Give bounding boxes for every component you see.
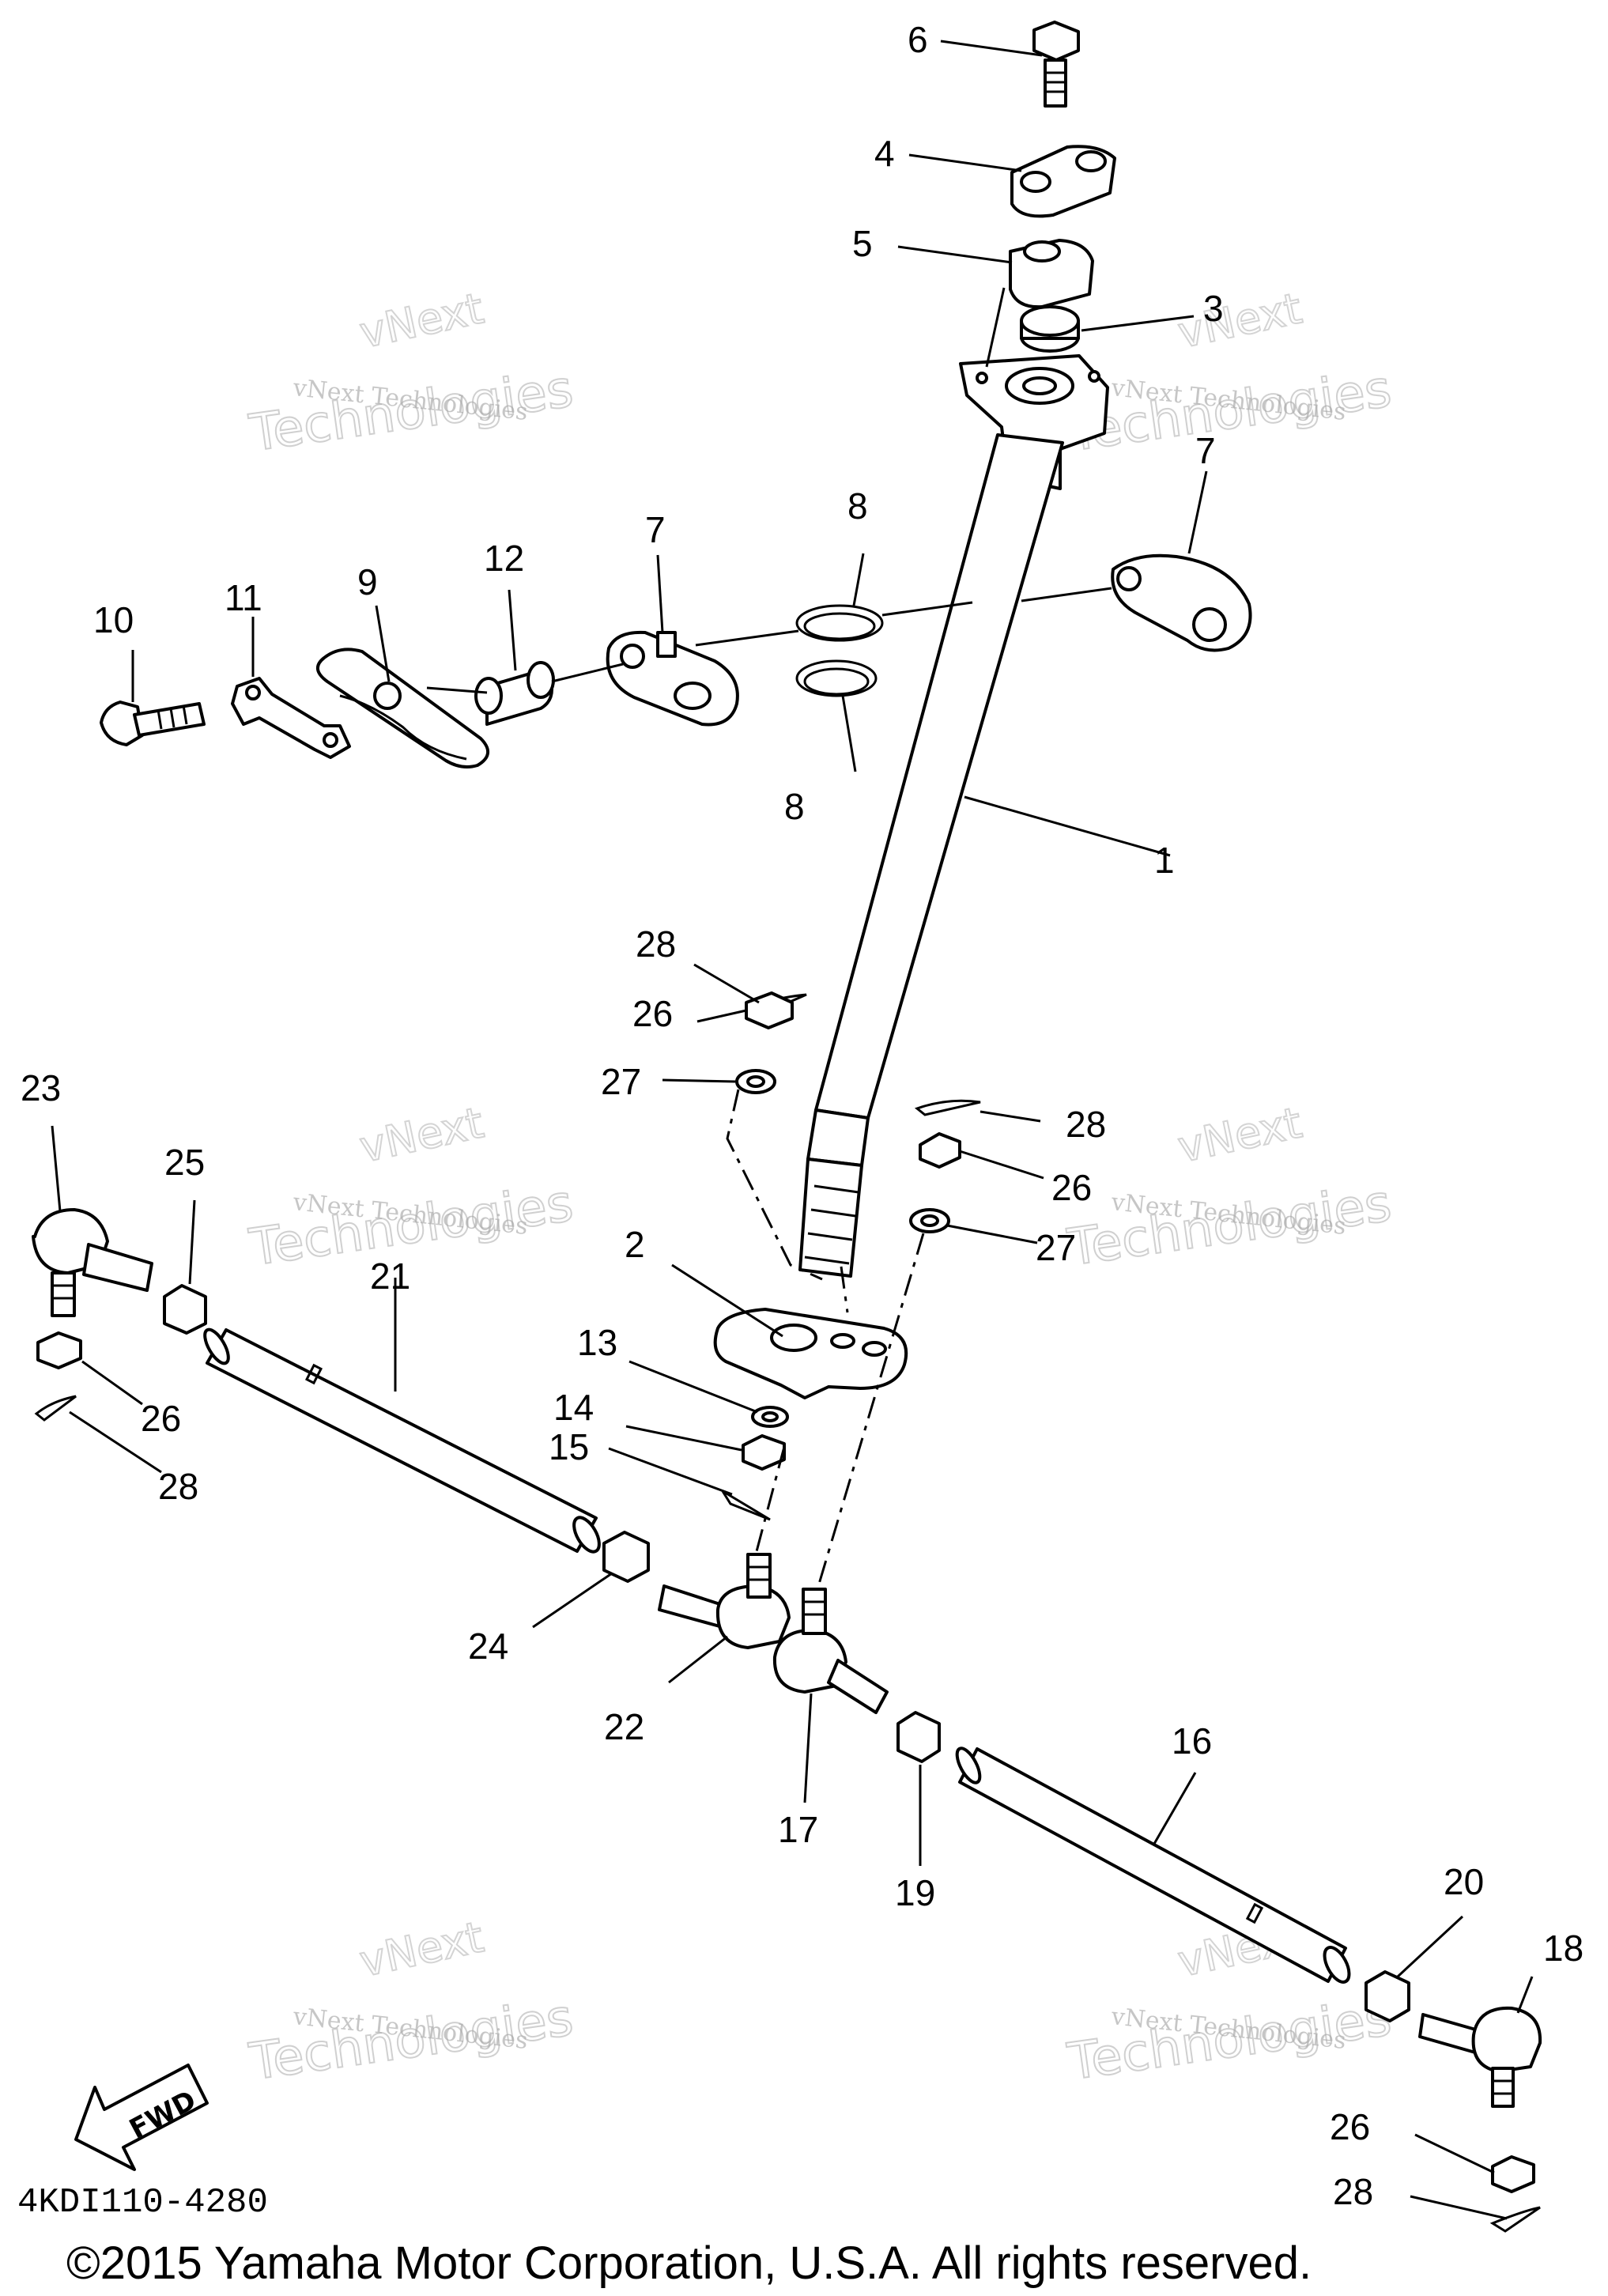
label-5: 5 bbox=[852, 223, 873, 264]
part-8-circlip-upper bbox=[795, 604, 884, 642]
part-7-arm-left bbox=[606, 630, 739, 727]
part-labels: 6 4 5 3 7 8 10 11 9 12 7 8 1 28 26 27 23… bbox=[21, 19, 1583, 2212]
part-7-clamp-right bbox=[1111, 553, 1252, 652]
label-9: 9 bbox=[357, 561, 378, 602]
label-14: 14 bbox=[553, 1387, 594, 1428]
label-26: 26 bbox=[1051, 1167, 1092, 1208]
label-8: 8 bbox=[784, 786, 805, 827]
part-10-bolt bbox=[100, 701, 206, 746]
label-13: 13 bbox=[577, 1322, 617, 1363]
label-16: 16 bbox=[1172, 1720, 1212, 1762]
label-26: 26 bbox=[632, 993, 673, 1034]
part-22-ball-joint bbox=[658, 1553, 791, 1649]
part-6-bolt bbox=[1032, 21, 1080, 108]
leader-lines bbox=[51, 40, 1534, 2220]
label-26: 26 bbox=[1330, 2106, 1370, 2147]
label-7: 7 bbox=[645, 509, 666, 550]
fwd-arrow-icon: FWD bbox=[74, 2064, 209, 2171]
copyright-notice: ©2015 Yamaha Motor Corporation, U.S.A. A… bbox=[66, 2237, 1312, 2289]
watermark: vNext vNext Technologies Technologies bbox=[1063, 1911, 1395, 2093]
part-26-nut-bottom-right bbox=[1491, 2155, 1535, 2193]
part-23-tie-rod-end-left bbox=[32, 1208, 153, 1317]
label-18: 18 bbox=[1543, 1928, 1583, 1969]
part-3-cap bbox=[1020, 305, 1080, 353]
part-24-locknut bbox=[602, 1531, 650, 1583]
label-20: 20 bbox=[1444, 1861, 1484, 1902]
diagram-code: 4KDI110-4280 bbox=[17, 2183, 268, 2222]
label-19: 19 bbox=[895, 1872, 935, 1913]
label-15: 15 bbox=[549, 1426, 589, 1467]
watermark: vNext vNext Technologies Technologies bbox=[245, 282, 577, 464]
part-11-lock-washer bbox=[231, 677, 351, 759]
part-28-cotter-pin-bottom-right bbox=[1489, 2206, 1541, 2233]
part-14-nut bbox=[742, 1434, 786, 1471]
label-1: 1 bbox=[1154, 840, 1175, 881]
part-28-cotter-pin-left bbox=[34, 1395, 77, 1422]
part-16-tie-rod-right bbox=[955, 1747, 1351, 1984]
part-26-nut-left bbox=[36, 1331, 82, 1369]
part-5-lower-holder bbox=[1009, 239, 1094, 309]
part-13-washer bbox=[751, 1406, 789, 1428]
part-27-washer-upper bbox=[735, 1069, 776, 1094]
part-18-tie-rod-end-right bbox=[1418, 2006, 1542, 2108]
part-25-locknut bbox=[163, 1284, 207, 1335]
svg-text:vNext: vNext bbox=[356, 1097, 488, 1172]
part-28-cotter-pin-right bbox=[914, 1099, 981, 1116]
label-4: 4 bbox=[874, 133, 895, 174]
label-21: 21 bbox=[370, 1256, 410, 1297]
label-25: 25 bbox=[164, 1142, 205, 1183]
part-4-upper-holder bbox=[1010, 145, 1116, 218]
label-8: 8 bbox=[847, 485, 868, 527]
label-27: 27 bbox=[601, 1061, 641, 1102]
svg-text:vNext: vNext bbox=[356, 283, 488, 357]
svg-text:vNext: vNext bbox=[1174, 283, 1306, 357]
label-3: 3 bbox=[1203, 288, 1224, 329]
label-10: 10 bbox=[93, 599, 134, 640]
part-2-pitman-arm bbox=[713, 1308, 908, 1399]
label-7: 7 bbox=[1195, 430, 1216, 471]
label-28: 28 bbox=[1066, 1104, 1106, 1145]
watermark: vNext vNext Technologies Technologies bbox=[245, 1097, 577, 1278]
part-17-ball-joint bbox=[772, 1588, 889, 1714]
part-20-locknut bbox=[1365, 1970, 1410, 2022]
label-28: 28 bbox=[636, 923, 676, 965]
label-2: 2 bbox=[625, 1224, 645, 1265]
part-26-nut-right bbox=[919, 1132, 961, 1169]
svg-text:vNext: vNext bbox=[356, 1912, 488, 1986]
part-8-circlip-lower bbox=[795, 659, 878, 697]
label-24: 24 bbox=[468, 1626, 508, 1667]
label-11: 11 bbox=[225, 577, 262, 618]
label-12: 12 bbox=[484, 538, 524, 579]
label-6: 6 bbox=[908, 19, 928, 60]
assembly-lines bbox=[426, 287, 1112, 1590]
watermark: vNext vNext Technologies Technologies bbox=[1063, 1097, 1395, 1278]
svg-text:vNext: vNext bbox=[1174, 1097, 1306, 1172]
part-27-washer-right bbox=[909, 1208, 950, 1233]
label-27: 27 bbox=[1036, 1227, 1076, 1268]
label-28: 28 bbox=[1333, 2171, 1373, 2212]
label-23: 23 bbox=[21, 1067, 61, 1108]
watermark: vNext vNext Technologies Technologies bbox=[245, 1911, 577, 2093]
part-1-steering-column bbox=[798, 354, 1109, 1278]
part-21-tie-rod-left bbox=[203, 1327, 601, 1554]
part-19-locknut bbox=[896, 1711, 941, 1763]
part-15-cotter-pin bbox=[721, 1490, 771, 1521]
part-12-collar bbox=[474, 661, 555, 726]
label-26: 26 bbox=[141, 1398, 181, 1439]
label-17: 17 bbox=[778, 1809, 818, 1850]
label-28: 28 bbox=[158, 1466, 198, 1507]
part-9-lever-plate bbox=[316, 648, 489, 768]
watermark: vNext vNext Technologies Technologies bbox=[1063, 282, 1395, 464]
label-22: 22 bbox=[604, 1706, 644, 1747]
